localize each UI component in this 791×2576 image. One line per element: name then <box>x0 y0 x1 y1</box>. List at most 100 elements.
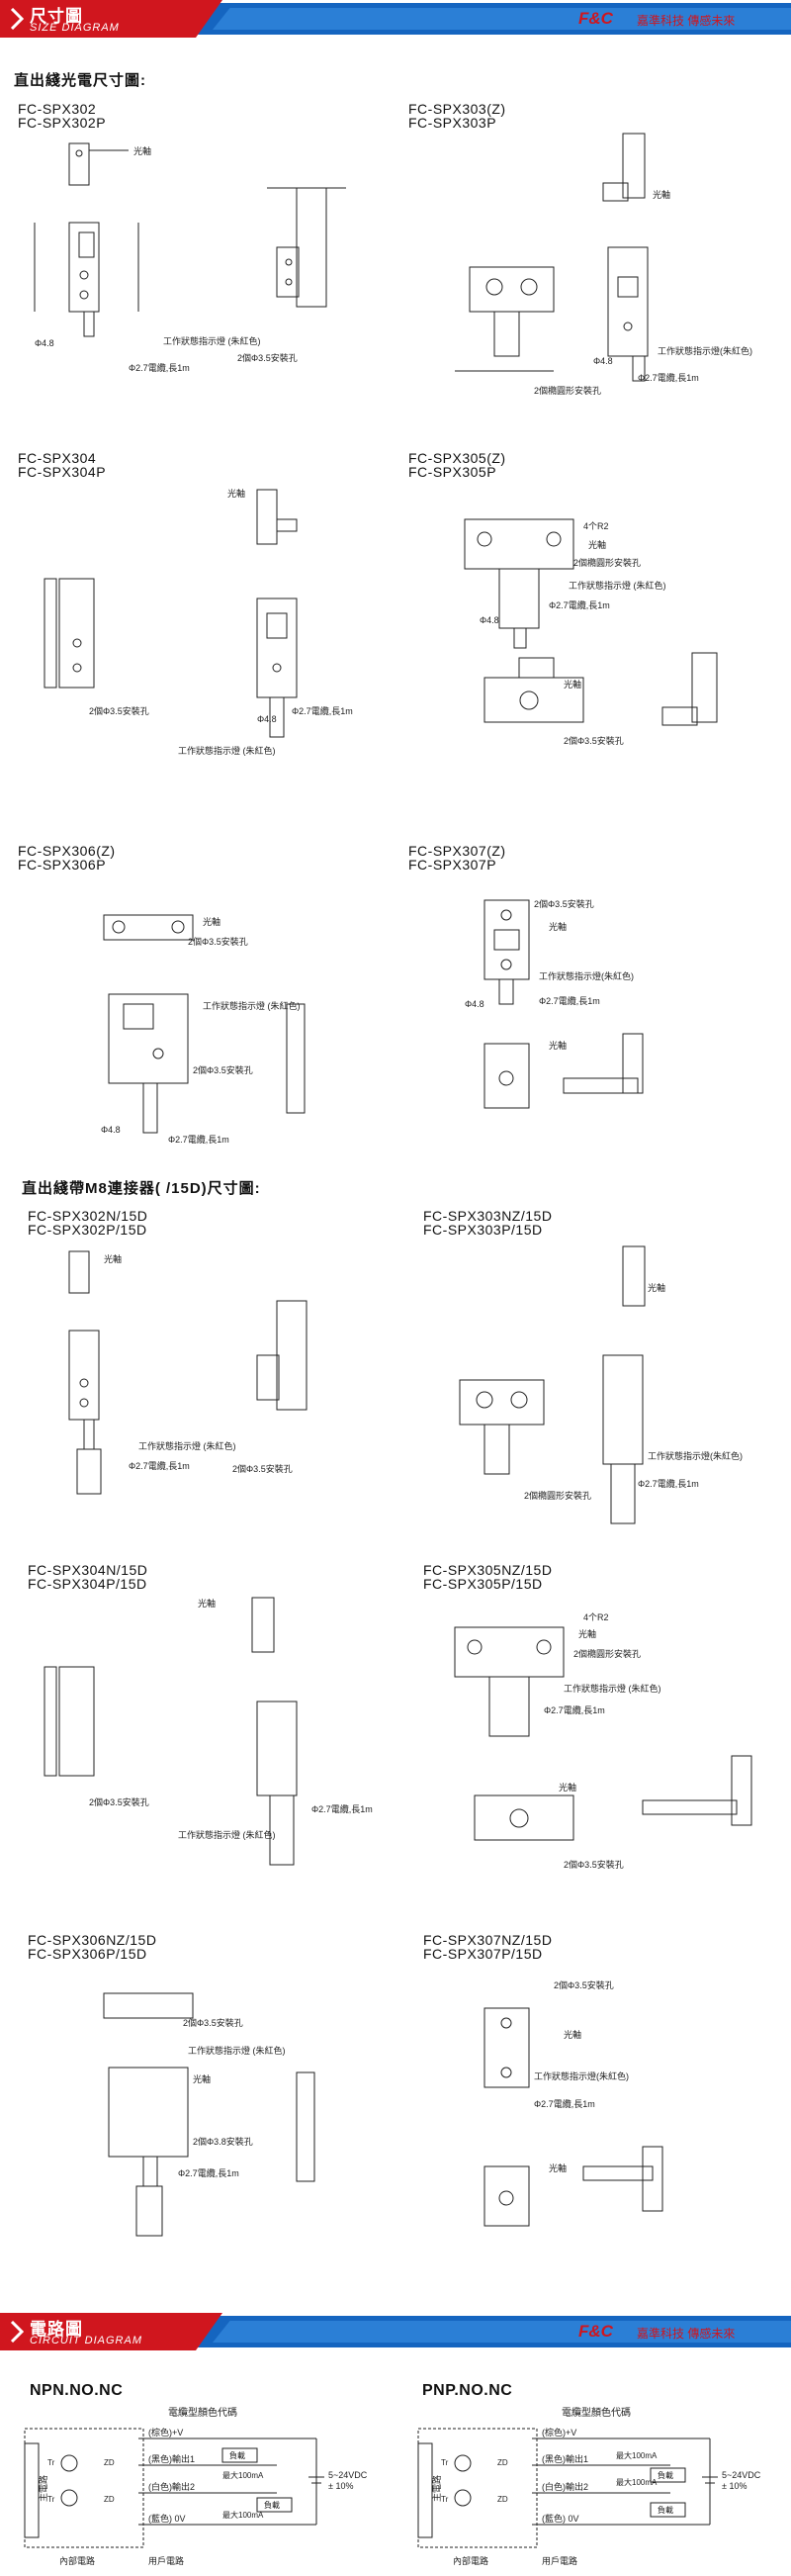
svg-text:2個橢圓形安裝孔: 2個橢圓形安裝孔 <box>573 557 641 568</box>
svg-text:工作狀態指示燈(朱紅色): 工作狀態指示燈(朱紅色) <box>658 345 752 356</box>
svg-text:光軸: 光軸 <box>104 1253 122 1264</box>
svg-text:2個橢圓形安裝孔: 2個橢圓形安裝孔 <box>524 1490 591 1501</box>
size-diagram-banner: 尺寸圖 SIZE DIAGRAM F&C 嘉準科技 傳感未來 <box>0 0 791 38</box>
svg-text:用戶電路: 用戶電路 <box>148 2555 184 2566</box>
svg-text:Φ4.8: Φ4.8 <box>593 356 613 366</box>
svg-text:工作狀態指示燈 (朱紅色): 工作狀態指示燈 (朱紅色) <box>188 2045 286 2056</box>
svg-text:光軸: 光軸 <box>564 2029 581 2040</box>
svg-text:工作狀態指示燈 (朱紅色): 工作狀態指示燈 (朱紅色) <box>138 1440 236 1451</box>
svg-text:Tr: Tr <box>47 2458 55 2467</box>
svg-text:2個Φ3.5安裝孔: 2個Φ3.5安裝孔 <box>564 735 624 746</box>
svg-text:用戶電路: 用戶電路 <box>542 2555 577 2566</box>
pnp-title: PNP.NO.NC <box>422 2382 513 2399</box>
svg-text:2個Φ3.5安裝孔: 2個Φ3.5安裝孔 <box>534 898 594 909</box>
svg-text:光軸: 光軸 <box>578 1628 596 1639</box>
svg-text:Φ4.8: Φ4.8 <box>465 999 484 1009</box>
brand-logo: F&C <box>578 9 613 28</box>
section-title-direct: 直出綫光電尺寸圖: <box>14 72 146 89</box>
svg-text:2個Φ3.5安裝孔: 2個Φ3.5安裝孔 <box>193 1064 253 1075</box>
npn-circuit-diagram: 電纜型顏色代碼 主電路 (棕色)+V (黑色)輸出1 (白色)輸出2 (藍色) … <box>24 2406 368 2566</box>
svg-text:光軸: 光軸 <box>198 1598 216 1609</box>
dimension-drawing-spx303-15d: 光軸 工作狀態指示燈(朱紅色) Φ2.7電纜,長1m 2個橢圓形安裝孔 <box>459 1245 743 1524</box>
svg-text:2個橢圓形安裝孔: 2個橢圓形安裝孔 <box>534 385 601 396</box>
npn-title: NPN.NO.NC <box>30 2382 124 2399</box>
svg-text:± 10%: ± 10% <box>722 2481 747 2491</box>
svg-text:內部電路: 內部電路 <box>59 2555 95 2566</box>
svg-text:電纜型顏色代碼: 電纜型顏色代碼 <box>562 2406 631 2419</box>
svg-text:內部電路: 內部電路 <box>453 2555 488 2566</box>
banner-blue-stripe-inner <box>213 2321 791 2343</box>
svg-text:(藍色) 0V: (藍色) 0V <box>542 2513 579 2524</box>
svg-text:光軸: 光軸 <box>227 488 245 499</box>
svg-text:光軸: 光軸 <box>203 916 220 927</box>
svg-text:最大100mA: 最大100mA <box>616 2450 658 2460</box>
svg-text:ZD: ZD <box>104 2495 115 2504</box>
svg-text:主電路: 主電路 <box>431 2475 442 2502</box>
svg-text:最大100mA: 最大100mA <box>616 2477 658 2487</box>
svg-text:工作狀態指示燈 (朱紅色): 工作狀態指示燈 (朱紅色) <box>178 745 276 756</box>
svg-text:工作狀態指示燈(朱紅色): 工作狀態指示燈(朱紅色) <box>534 2070 629 2081</box>
banner-blue-stripe-inner <box>213 8 791 30</box>
dimension-drawing-spx304-15d: 光軸 2個Φ3.5安裝孔 Φ2.7電纜,長1m 工作狀態指示燈 (朱紅色) <box>44 1597 373 1866</box>
svg-text:Φ2.7電纜,長1m: Φ2.7電纜,長1m <box>549 599 610 610</box>
svg-text:2個Φ3.8安裝孔: 2個Φ3.8安裝孔 <box>193 2136 253 2147</box>
chevron-right-icon <box>10 8 24 30</box>
dimension-drawing-spx306: 光軸 2個Φ3.5安裝孔 工作狀態指示燈 (朱紅色) 2個Φ3.5安裝孔 Φ2.… <box>101 914 306 1145</box>
svg-text:(棕色)+V: (棕色)+V <box>542 2427 576 2438</box>
model-label: FC-SPX306(Z)FC-SPX306P <box>18 843 116 873</box>
svg-text:(黑色)輸出1: (黑色)輸出1 <box>542 2453 588 2464</box>
svg-text:光軸: 光軸 <box>133 145 151 156</box>
svg-text:(白色)輸出2: (白色)輸出2 <box>542 2481 588 2492</box>
svg-text:光軸: 光軸 <box>648 1282 665 1293</box>
section-title-m8: 直出綫帶M8連接器( /15D)尺寸圖: <box>22 1180 261 1197</box>
svg-text:光軸: 光軸 <box>559 1782 576 1793</box>
dimension-drawing-spx305: 4个R2 光軸 2個橢圓形安裝孔 工作狀態指示燈 (朱紅色) Φ2.7電纜,長1… <box>464 518 718 746</box>
svg-text:工作狀態指示燈(朱紅色): 工作狀態指示燈(朱紅色) <box>539 970 634 981</box>
svg-text:Φ4.8: Φ4.8 <box>480 615 499 625</box>
svg-text:Φ2.7電纜,長1m: Φ2.7電纜,長1m <box>544 1704 605 1715</box>
svg-text:Φ4.8: Φ4.8 <box>101 1125 121 1135</box>
svg-text:Φ2.7電纜,長1m: Φ2.7電纜,長1m <box>638 372 699 383</box>
banner-subtitle: SIZE DIAGRAM <box>30 22 120 34</box>
svg-text:2個Φ3.5安裝孔: 2個Φ3.5安裝孔 <box>554 1979 614 1990</box>
svg-text:電纜型顏色代碼: 電纜型顏色代碼 <box>168 2406 237 2419</box>
svg-text:負載: 負載 <box>658 2470 673 2480</box>
svg-text:ZD: ZD <box>497 2495 508 2504</box>
svg-text:4个R2: 4个R2 <box>583 1612 609 1622</box>
svg-text:主電路: 主電路 <box>38 2475 48 2502</box>
banner-red-block <box>0 2313 222 2350</box>
svg-text:2個Φ3.5安裝孔: 2個Φ3.5安裝孔 <box>89 1796 149 1807</box>
svg-text:光軸: 光軸 <box>549 2162 567 2173</box>
dimension-drawing-spx303: 光軸 工作狀態指示燈(朱紅色) Φ2.7電纜,長1m 2個橢圓形安裝孔 Φ4.8 <box>455 133 752 396</box>
svg-text:Φ2.7電纜,長1m: Φ2.7電纜,長1m <box>311 1803 373 1814</box>
svg-text:光軸: 光軸 <box>564 679 581 690</box>
svg-text:Φ2.7電纜,長1m: Φ2.7電纜,長1m <box>539 995 600 1006</box>
pnp-circuit-diagram: 電纜型顏色代碼 主電路 (棕色)+V (黑色)輸出1 (白色)輸出2 (藍色) … <box>417 2406 761 2566</box>
svg-text:Φ2.7電纜,長1m: Φ2.7電纜,長1m <box>178 2167 239 2178</box>
dimension-drawing-spx302: 光軸 工作狀態指示燈 (朱紅色) Φ2.7電纜,長1m 2個Φ3.5安裝孔 Φ4… <box>34 142 346 373</box>
model-label: FC-SPX305(Z)FC-SPX305P <box>408 450 506 480</box>
banner-subtitle: CIRCUIT DIAGRAM <box>30 2335 142 2346</box>
svg-text:工作狀態指示燈(朱紅色): 工作狀態指示燈(朱紅色) <box>648 1450 743 1461</box>
svg-text:光軸: 光軸 <box>549 1040 567 1051</box>
dimension-drawing-spx306-15d: 2個Φ3.5安裝孔 工作狀態指示燈 (朱紅色) 光軸 2個Φ3.8安裝孔 Φ2.… <box>103 1992 315 2237</box>
dimension-drawing-spx307-15d: 2個Φ3.5安裝孔 光軸 工作狀態指示燈(朱紅色) Φ2.7電纜,長1m 光軸 <box>483 1979 663 2227</box>
dimension-drawing-spx302-15d: 光軸 工作狀態指示燈 (朱紅色) Φ2.7電纜,長1m 2個Φ3.5安裝孔 <box>68 1250 308 1495</box>
svg-text:Φ2.7電纜,長1m: Φ2.7電纜,長1m <box>292 705 353 716</box>
svg-text:最大100mA: 最大100mA <box>222 2510 264 2520</box>
svg-text:5~24VDC: 5~24VDC <box>722 2470 761 2480</box>
svg-text:工作狀態指示燈 (朱紅色): 工作狀態指示燈 (朱紅色) <box>178 1829 276 1840</box>
svg-text:光軸: 光軸 <box>549 921 567 932</box>
svg-text:(黑色)輸出1: (黑色)輸出1 <box>148 2453 195 2464</box>
svg-text:Φ2.7電纜,長1m: Φ2.7電纜,長1m <box>129 1460 190 1471</box>
svg-text:2個Φ3.5安裝孔: 2個Φ3.5安裝孔 <box>183 2017 243 2028</box>
svg-text:Φ2.7電纜,長1m: Φ2.7電纜,長1m <box>638 1478 699 1489</box>
dimension-drawing-spx307: 2個Φ3.5安裝孔 光軸 工作狀態指示燈(朱紅色) Φ2.7電纜,長1m Φ4.… <box>465 898 644 1109</box>
